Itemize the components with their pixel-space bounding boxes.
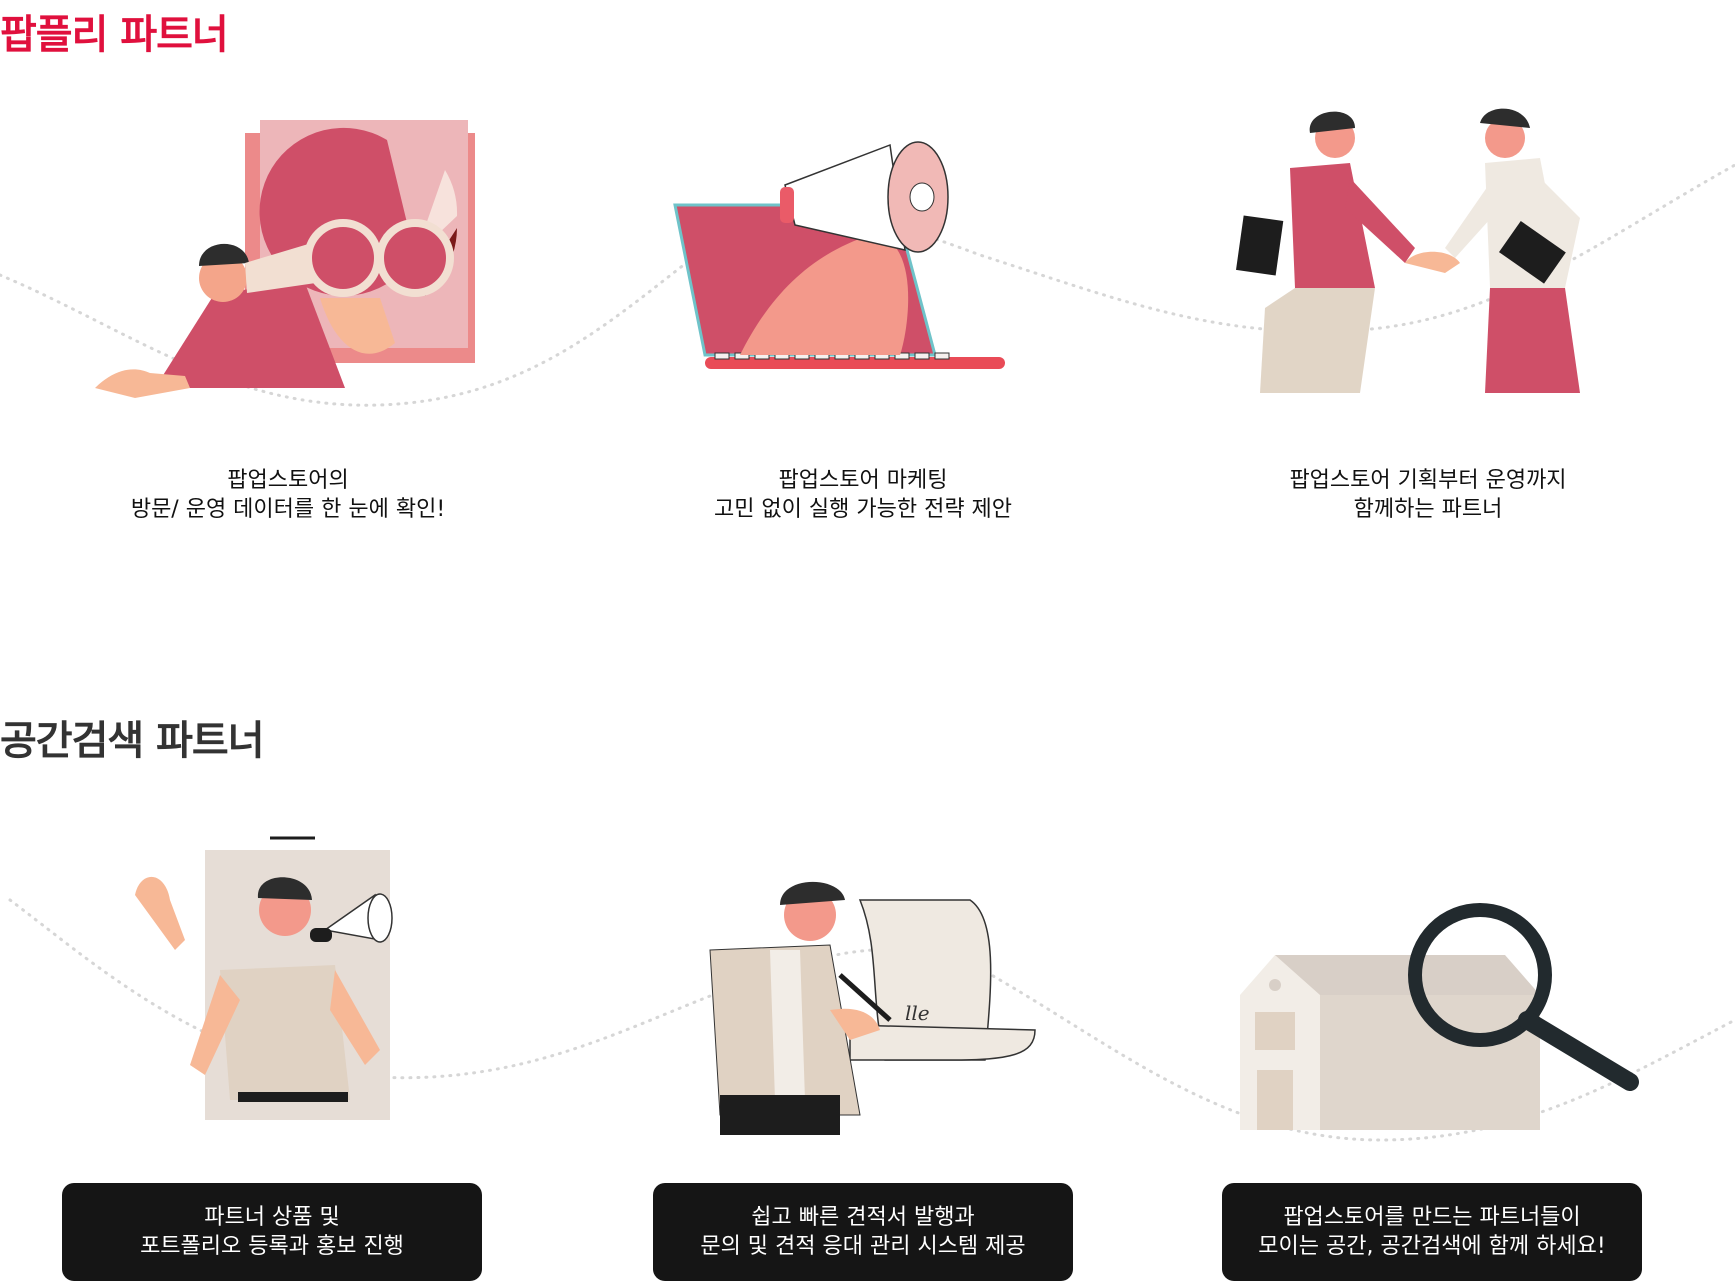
house-search-icon — [1240, 903, 1639, 1130]
card-caption-marketing: 팝업스토어 마케팅 고민 없이 실행 가능한 전략 제안 — [713, 468, 1013, 522]
section-title-space: 공간검색 파트너 — [0, 718, 265, 764]
card-caption-analytics: 팝업스토어의 방문/ 운영 데이터를 한 눈에 확인! — [130, 468, 446, 522]
space-card-estimate: 쉽고 빠른 견적서 발행과 문의 및 견적 응대 관리 시스템 제공 — [653, 1183, 1073, 1281]
megaphone-laptop-icon — [673, 141, 1005, 369]
space-card-portfolio: 파트너 상품 및 포트폴리오 등록과 홍보 진행 — [62, 1183, 482, 1281]
card-caption-partner: 팝업스토어 기획부터 운영까지 함께하는 파트너 — [1289, 468, 1567, 522]
section-title-popply: 팝플리 파트너 — [0, 12, 229, 58]
svg-text:lle: lle — [905, 1001, 930, 1025]
binoculars-analytics-icon — [95, 120, 475, 398]
space-card-community: 팝업스토어를 만드는 파트너들이 모이는 공간, 공간검색에 함께 하세요! — [1222, 1183, 1642, 1281]
megaphone-person-icon — [135, 836, 393, 1120]
handshake-icon — [1236, 108, 1580, 393]
contract-signing-icon: lle — [709, 881, 1036, 1135]
